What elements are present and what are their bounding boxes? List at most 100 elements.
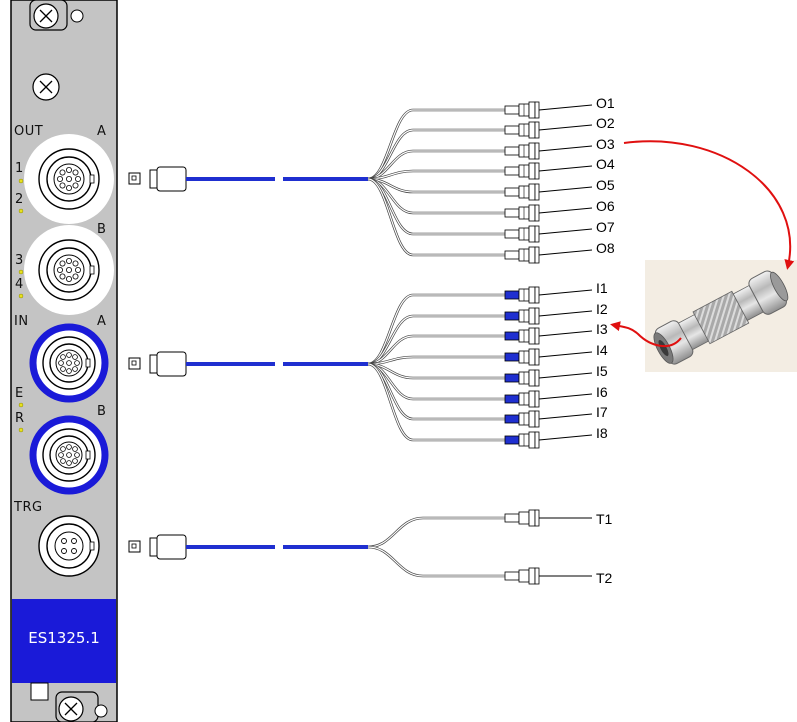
label-leader-line	[539, 187, 592, 192]
trigger-label: T2	[596, 570, 613, 586]
out-a-connector[interactable]	[24, 134, 114, 224]
output-branch	[368, 179, 592, 242]
output-label: O5	[596, 177, 615, 193]
trigger-branch	[368, 547, 592, 584]
input-label: I4	[596, 342, 608, 358]
bnc-connector-icon	[505, 226, 539, 242]
label-leader-line	[539, 250, 592, 255]
trigger-label: T1	[596, 511, 613, 527]
trigger-cable	[129, 510, 592, 584]
channel-4-led-icon	[19, 294, 23, 298]
label-leader-line	[539, 373, 592, 378]
bnc-connector-icon	[505, 122, 539, 138]
bnc-connector-icon	[505, 184, 539, 200]
input-cable	[129, 287, 592, 448]
input-branch	[368, 364, 592, 407]
bnc-connector-icon	[505, 163, 539, 179]
connector-letter-out-b: B	[97, 222, 106, 237]
bnc-connector-icon	[505, 143, 539, 159]
label-leader-line	[539, 166, 592, 171]
cable-plug-icon	[129, 535, 186, 559]
channel-mark-2: 2	[15, 192, 24, 207]
output-branch	[368, 163, 592, 179]
cable-plug-icon	[129, 352, 186, 376]
bnc-connector-icon	[505, 328, 539, 344]
output-label: O1	[596, 95, 615, 111]
label-leader-line	[539, 435, 592, 440]
output-label: O8	[596, 240, 615, 256]
bnc-connector-icon	[505, 308, 539, 324]
input-label: I5	[596, 363, 608, 379]
bnc-connector-icon	[505, 370, 539, 386]
o3-to-adapter-arrow	[624, 141, 790, 266]
bnc-connector-icon	[505, 102, 539, 118]
label-leader-line	[539, 229, 592, 234]
section-label-out: OUT	[14, 124, 43, 139]
output-branch	[368, 102, 592, 179]
status-e-led-icon	[19, 403, 23, 407]
bnc-connector-icon	[505, 247, 539, 263]
bnc-connector-icon	[505, 568, 539, 584]
bnc-connector-icon	[505, 205, 539, 221]
output-fanout	[368, 102, 592, 263]
label-leader-line	[539, 311, 592, 316]
input-branch	[368, 349, 592, 365]
channel-2-led-icon	[19, 209, 23, 213]
label-leader-line	[539, 146, 592, 151]
bnc-connector-icon	[505, 349, 539, 365]
module-front-panel: OUT A 1 2 B	[11, 0, 117, 722]
bnc-connector-icon	[505, 432, 539, 448]
output-branch	[368, 143, 592, 179]
connector-letter-in-a: A	[97, 314, 106, 329]
input-fanout	[368, 287, 592, 448]
input-label: I1	[596, 280, 608, 296]
label-leader-line	[539, 105, 592, 110]
bnc-connector-icon	[505, 391, 539, 407]
connector-letter-in-b: B	[97, 404, 106, 419]
input-branch	[368, 287, 592, 364]
output-label: O7	[596, 219, 615, 235]
section-label-trg: TRG	[13, 500, 43, 515]
channel-mark-1: 1	[15, 161, 24, 176]
status-mark-r: R	[15, 411, 25, 426]
label-leader-line	[539, 414, 592, 419]
label-leader-line	[539, 352, 592, 357]
output-label: O4	[596, 156, 615, 172]
output-label: O6	[596, 198, 615, 214]
label-leader-line	[539, 208, 592, 213]
status-r-led-icon	[19, 428, 23, 432]
channel-mark-3: 3	[15, 253, 24, 268]
bnc-adapter-photo	[645, 260, 797, 372]
bnc-connector-icon	[505, 287, 539, 303]
channel-mark-4: 4	[15, 277, 24, 292]
in-a-connector[interactable]	[33, 327, 105, 399]
status-mark-e: E	[15, 386, 24, 401]
section-label-in: IN	[14, 314, 29, 329]
output-labels: O1 O2 O3 O4 O5 O6 O7 O8	[596, 95, 615, 256]
input-branch	[368, 364, 592, 386]
cable-plug-icon	[129, 167, 186, 191]
trg-connector[interactable]	[39, 516, 99, 576]
label-leader-line	[539, 290, 592, 295]
trigger-branch	[368, 510, 592, 547]
output-cable	[129, 102, 592, 263]
input-label: I2	[596, 301, 608, 317]
bnc-connector-icon	[505, 411, 539, 427]
trigger-fanout	[368, 510, 592, 584]
input-label: I6	[596, 384, 608, 400]
out-b-connector[interactable]	[24, 225, 114, 315]
in-b-connector[interactable]	[33, 419, 105, 491]
channel-3-led-icon	[19, 270, 23, 274]
bnc-connector-icon	[505, 510, 539, 526]
output-label: O2	[596, 115, 615, 131]
input-label: I7	[596, 404, 608, 420]
channel-1-led-icon	[19, 179, 23, 183]
input-label: I3	[596, 321, 608, 337]
label-leader-line	[539, 394, 592, 399]
output-branch	[368, 179, 592, 221]
output-branch	[368, 179, 592, 200]
connector-letter-out-a: A	[97, 124, 106, 139]
label-leader-line	[539, 331, 592, 336]
panel-screw-icon	[33, 74, 59, 100]
